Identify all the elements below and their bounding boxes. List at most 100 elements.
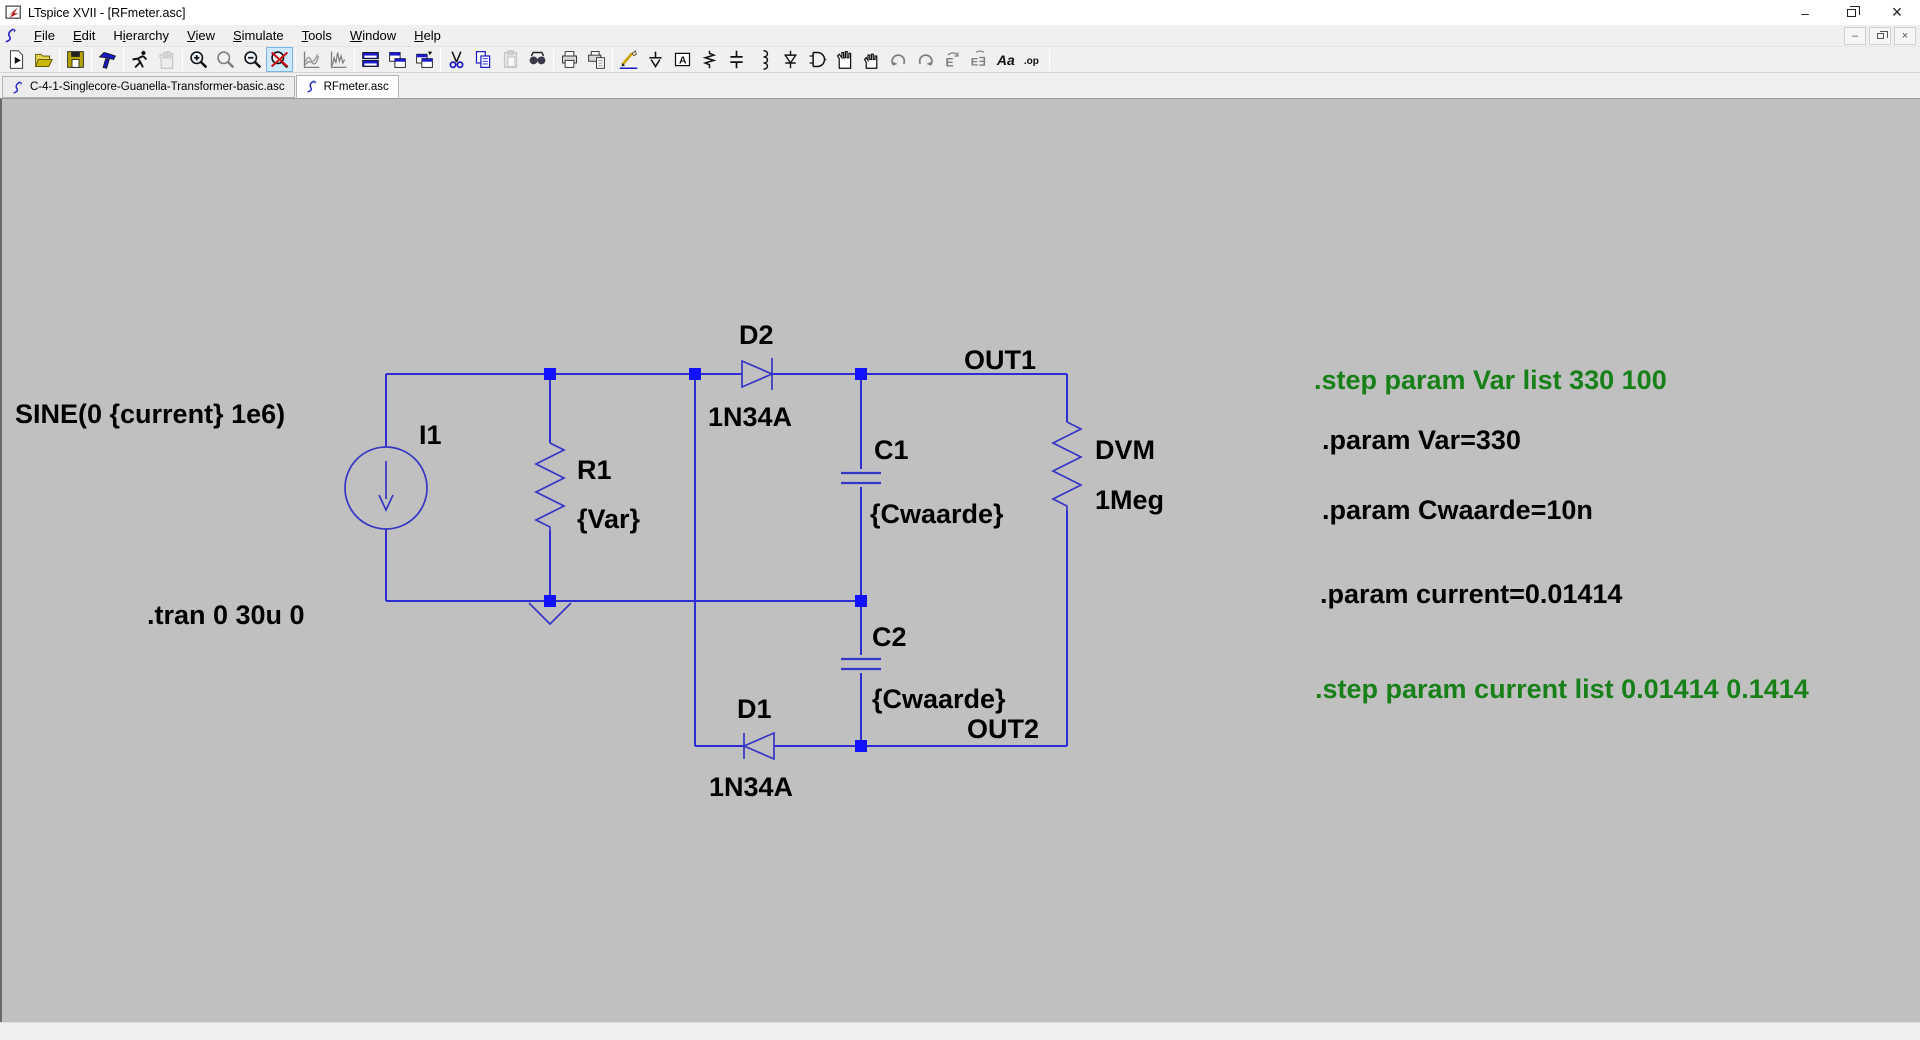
label-D2[interactable]: D2 — [739, 320, 774, 350]
menu-tools[interactable]: Tools — [301, 28, 332, 43]
place-component-button[interactable] — [804, 47, 831, 72]
net-label-out1[interactable]: OUT1 — [964, 345, 1036, 375]
zoom-full-extents-button[interactable] — [266, 47, 293, 72]
menu-help[interactable]: Help — [414, 28, 441, 43]
text-button[interactable] — [993, 47, 1020, 72]
menu-bar: File Edit Hierarchy View Simulate Tools … — [0, 25, 1920, 46]
schematic-canvas[interactable]: SINE(0 {current} 1e6) I1 R1 {Var} D2 1N3… — [0, 98, 1920, 1022]
value-DVM[interactable]: 1Meg — [1095, 485, 1164, 515]
label-DVM[interactable]: DVM — [1095, 435, 1155, 465]
schematic-doc-icon — [12, 81, 25, 94]
place-diode-button[interactable] — [777, 47, 804, 72]
ground-symbol[interactable] — [528, 602, 572, 626]
capacitor-C2[interactable] — [841, 657, 881, 671]
capacitor-C1[interactable] — [841, 471, 881, 485]
place-label-button[interactable] — [669, 47, 696, 72]
zoom-in-icon — [188, 49, 209, 70]
label-C2[interactable]: C2 — [872, 622, 907, 652]
toolbar-separator — [59, 48, 60, 71]
close-icon: × — [1891, 2, 1903, 22]
place-inductor-button[interactable] — [750, 47, 777, 72]
mdi-close-icon: × — [1901, 29, 1909, 42]
wire-junction — [689, 368, 701, 380]
label-R1[interactable]: R1 — [577, 455, 612, 485]
paste-button — [497, 47, 524, 72]
directive-param-var[interactable]: .param Var=330 — [1322, 425, 1521, 455]
tab-guanella-transformer[interactable]: C-4-1-Singlecore-Guanella-Transformer-ba… — [2, 76, 295, 98]
toolbar-separator — [91, 48, 92, 71]
new-schematic-button[interactable] — [3, 47, 30, 72]
label-C1[interactable]: C1 — [874, 435, 909, 465]
zoom-in-button[interactable] — [185, 47, 212, 72]
value-D2[interactable]: 1N34A — [708, 402, 792, 432]
title-bar: LTspice XVII - [RFmeter.asc] – × — [0, 0, 1920, 25]
directive-param-cwaarde[interactable]: .param Cwaarde=10n — [1322, 495, 1593, 525]
wire-net[interactable] — [385, 373, 1068, 747]
tile-horizontally-button[interactable] — [357, 47, 384, 72]
tab-rfmeter[interactable]: RFmeter.asc — [295, 75, 399, 98]
current-source-I1[interactable] — [344, 446, 428, 530]
value-C2[interactable]: {Cwaarde} — [872, 684, 1006, 714]
window-controls: – × — [1782, 0, 1920, 25]
mdi-close-button[interactable]: × — [1894, 26, 1916, 45]
menu-file[interactable]: File — [34, 28, 55, 43]
rfmeter-schematic: SINE(0 {current} 1e6) I1 R1 {Var} D2 1N3… — [15, 320, 1809, 802]
diode-D2[interactable] — [741, 358, 775, 390]
halt-icon — [156, 49, 177, 70]
toolbar-separator — [354, 48, 355, 71]
save-button[interactable] — [62, 47, 89, 72]
label-I1[interactable]: I1 — [419, 420, 442, 450]
value-R1[interactable]: {Var} — [577, 504, 641, 534]
zoom-out-button[interactable] — [239, 47, 266, 72]
toolbar-separator — [440, 48, 441, 71]
redo-button — [912, 47, 939, 72]
menu-simulate[interactable]: Simulate — [232, 28, 284, 43]
drag-button[interactable] — [858, 47, 885, 72]
redo-icon — [915, 49, 936, 70]
mdi-restore-button[interactable] — [1869, 26, 1891, 45]
move-button[interactable] — [831, 47, 858, 72]
label-D1[interactable]: D1 — [737, 694, 772, 724]
spice-directive-button[interactable] — [1020, 47, 1047, 72]
value-C1[interactable]: {Cwaarde} — [870, 499, 1004, 529]
zoom-area-button — [212, 47, 239, 72]
schematic-doc-icon — [306, 80, 319, 93]
mdi-minimize-button[interactable]: – — [1844, 26, 1866, 45]
copy-button[interactable] — [470, 47, 497, 72]
run-button[interactable] — [126, 47, 153, 72]
value-D1[interactable]: 1N34A — [709, 772, 793, 802]
text-icon — [996, 49, 1017, 70]
tile-vertically-button[interactable] — [384, 47, 411, 72]
draw-wire-button[interactable] — [615, 47, 642, 72]
directive-step-var[interactable]: .step param Var list 330 100 — [1314, 365, 1667, 395]
open-file-button[interactable] — [30, 47, 57, 72]
net-label-out2[interactable]: OUT2 — [967, 714, 1039, 744]
restore-button[interactable] — [1828, 0, 1874, 25]
menu-hierarchy[interactable]: Hierarchy — [113, 28, 170, 43]
diode-D1[interactable] — [741, 731, 775, 761]
place-capacitor-button[interactable] — [723, 47, 750, 72]
resistor-R1[interactable] — [534, 442, 566, 531]
menu-edit[interactable]: Edit — [72, 28, 96, 43]
print-button[interactable] — [556, 47, 583, 72]
source-value-text[interactable]: SINE(0 {current} 1e6) — [15, 399, 285, 429]
wire-junction — [855, 368, 867, 380]
print-preview-button[interactable] — [583, 47, 610, 72]
menu-window[interactable]: Window — [349, 28, 397, 43]
cascade-windows-button[interactable] — [411, 47, 438, 72]
resistor-DVM[interactable] — [1051, 421, 1083, 511]
tab-label: RFmeter.asc — [323, 80, 389, 93]
find-button[interactable] — [524, 47, 551, 72]
place-ground-button[interactable] — [642, 47, 669, 72]
cut-button[interactable] — [443, 47, 470, 72]
minimize-button[interactable]: – — [1782, 0, 1828, 25]
tran-directive-text[interactable]: .tran 0 30u 0 — [147, 600, 305, 630]
control-panel-button[interactable] — [94, 47, 121, 72]
ltspice-logo-icon — [5, 4, 22, 21]
directive-param-current[interactable]: .param current=0.01414 — [1320, 579, 1622, 609]
directive-step-current[interactable]: .step param current list 0.01414 0.1414 — [1315, 674, 1809, 704]
close-button[interactable]: × — [1874, 0, 1920, 25]
place-resistor-button[interactable] — [696, 47, 723, 72]
menu-view[interactable]: View — [187, 28, 215, 43]
status-bar — [0, 1022, 1920, 1040]
